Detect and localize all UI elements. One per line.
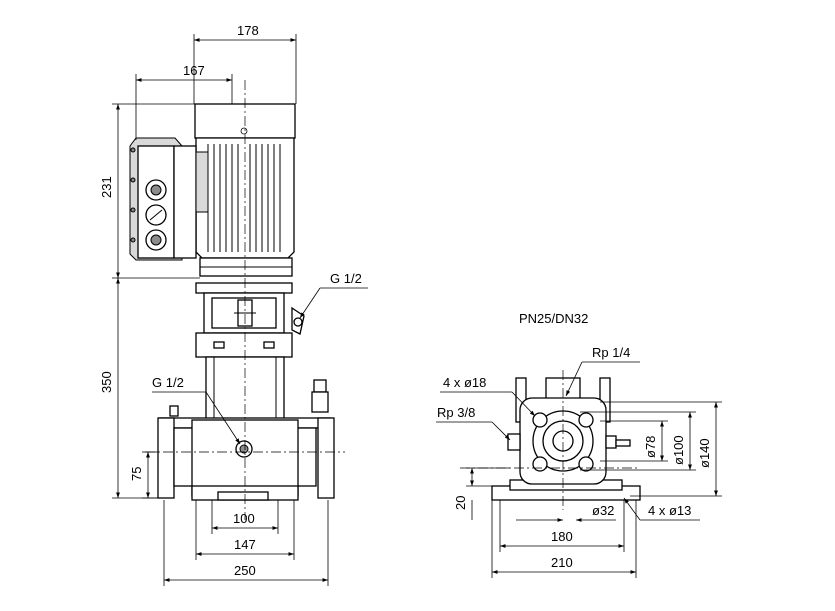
dim-dia-100: ø100 [671,435,686,465]
callout-rp-quarter: Rp 1/4 [592,345,630,360]
dim-167: 167 [183,63,205,78]
dim-210: 210 [551,555,573,570]
dim-350: 350 [99,371,114,393]
dim-231: 231 [99,176,114,198]
top-view-dimensions [436,361,722,578]
callout-holes-18: 4 x ø18 [443,375,486,390]
dim-180: 180 [551,529,573,544]
callout-g-half-top: G 1/2 [330,271,362,286]
dim-100: 100 [233,511,255,526]
callout-holes-13: 4 x ø13 [648,503,691,518]
callout-g-half-mid: G 1/2 [152,375,184,390]
dim-250: 250 [234,563,256,578]
side-view-dimensions [112,34,368,586]
pump-base [157,417,335,501]
top-view-title: PN25/DN32 [519,311,588,326]
dim-147: 147 [234,537,256,552]
dim-178: 178 [237,23,259,38]
callout-rp-three-eighths: Rp 3/8 [437,405,475,420]
side-view [129,80,345,520]
dim-20: 20 [453,496,468,510]
dim-dia-78: ø78 [643,436,658,458]
terminal-box [129,137,209,261]
vent-plug [169,379,329,417]
top-view [460,370,641,510]
motor-stool [195,282,305,358]
dim-75: 75 [129,467,144,481]
dim-dia-32: ø32 [592,503,614,518]
dim-dia-140: ø140 [697,438,712,468]
